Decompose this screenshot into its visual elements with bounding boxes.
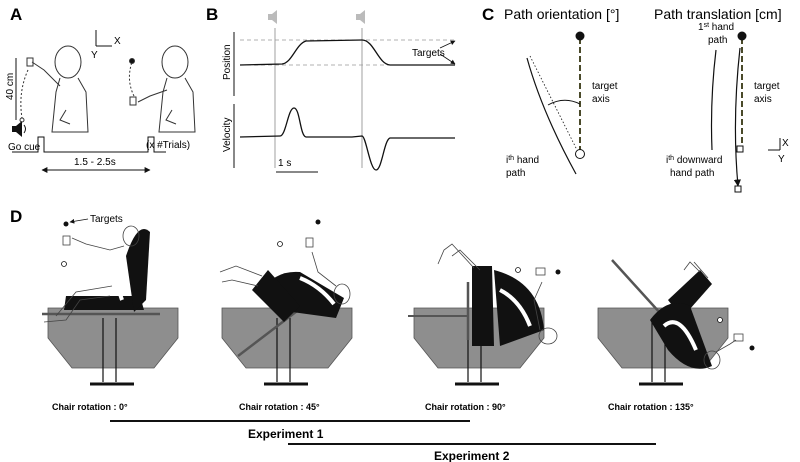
- first-hand-path-label-1: 1st hand: [698, 22, 734, 34]
- target-axis-label-4: axis: [754, 94, 772, 105]
- interval-label: 1.5 - 2.5s: [74, 157, 116, 168]
- ith-downward-label-1: ith downward: [666, 155, 722, 167]
- caption-chair-90: Chair rotation : 90°: [425, 402, 506, 412]
- distance-label: 40 cm: [5, 73, 16, 100]
- speaker-icon-b1: [268, 10, 277, 24]
- targets-label-b: Targets: [412, 48, 445, 59]
- target-axis-label-2: axis: [592, 94, 610, 105]
- chair-135deg: [597, 259, 755, 386]
- translation-marker-1: [736, 145, 744, 153]
- speaker-icon-b2: [356, 10, 365, 24]
- panel-d: D Targets: [10, 207, 755, 462]
- caption-chair-45: Chair rotation : 45°: [239, 402, 320, 412]
- orientation-angle-arc: [547, 99, 581, 106]
- panel-c-letter: C: [482, 5, 494, 24]
- cue-timeline: [12, 136, 166, 153]
- velocity-label: Velocity: [222, 118, 233, 152]
- panel-b: B Position Velocity Targets 1 s: [206, 5, 456, 173]
- experiment-1-label: Experiment 1: [248, 427, 324, 441]
- trials-label: (x #Trials): [146, 140, 190, 151]
- ith-downward-hand-path: [733, 47, 741, 187]
- axis-icon-c: X Y: [768, 138, 789, 165]
- target-top-translation: [737, 31, 747, 41]
- targets-arrow-1: [439, 40, 456, 49]
- ith-downward-label-2: hand path: [670, 168, 715, 179]
- targets-arrow-2: [439, 53, 456, 65]
- target-top-orientation: [575, 31, 585, 41]
- panel-c: C Path orientation [°] Path translation …: [482, 5, 789, 193]
- chair-0deg: [42, 221, 179, 386]
- target-axis-label-3: target: [754, 81, 780, 92]
- axis-x-label: X: [114, 36, 121, 47]
- ith-hand-path-label-1: ith hand: [506, 155, 539, 167]
- velocity-trace: [239, 107, 455, 171]
- hand-path-fit: [529, 55, 578, 151]
- panel-a-letter: A: [10, 5, 22, 24]
- speaker-icon-a: [12, 121, 26, 137]
- panel-b-letter: B: [206, 5, 218, 24]
- axis-y-label: Y: [91, 50, 98, 61]
- panel-d-letter: D: [10, 207, 22, 226]
- experiment-2-label: Experiment 2: [434, 449, 510, 462]
- caption-chair-0: Chair rotation : 0°: [52, 402, 128, 412]
- go-cue-label: Go cue: [8, 142, 41, 153]
- target-bottom-orientation: [575, 149, 585, 159]
- ith-hand-path-label-2: path: [506, 168, 525, 179]
- translation-marker-2: [734, 185, 742, 193]
- axis-y-label-c: Y: [778, 154, 785, 165]
- first-hand-path: [710, 49, 717, 151]
- orientation-title: Path orientation [°]: [504, 6, 619, 22]
- subject-figure-2: [128, 45, 196, 133]
- caption-chair-135: Chair rotation : 135°: [608, 402, 694, 412]
- panel-a: A X Y 40 cm: [5, 5, 196, 173]
- targets-arrow-d: [69, 218, 89, 224]
- axis-icon-a: X Y: [91, 30, 121, 61]
- targets-label-d: Targets: [90, 214, 123, 225]
- position-label: Position: [222, 44, 233, 80]
- chair-90deg: [408, 243, 561, 386]
- target-axis-label-1: target: [592, 81, 618, 92]
- hand-path-orientation: [526, 57, 577, 175]
- translation-title: Path translation [cm]: [654, 6, 782, 22]
- axis-x-label-c: X: [782, 138, 789, 149]
- position-trace: [239, 39, 455, 66]
- subject-figure-1: [19, 45, 89, 133]
- scale-label: 1 s: [278, 158, 291, 169]
- first-hand-path-label-2: path: [708, 35, 727, 46]
- chair-45deg: [219, 219, 353, 386]
